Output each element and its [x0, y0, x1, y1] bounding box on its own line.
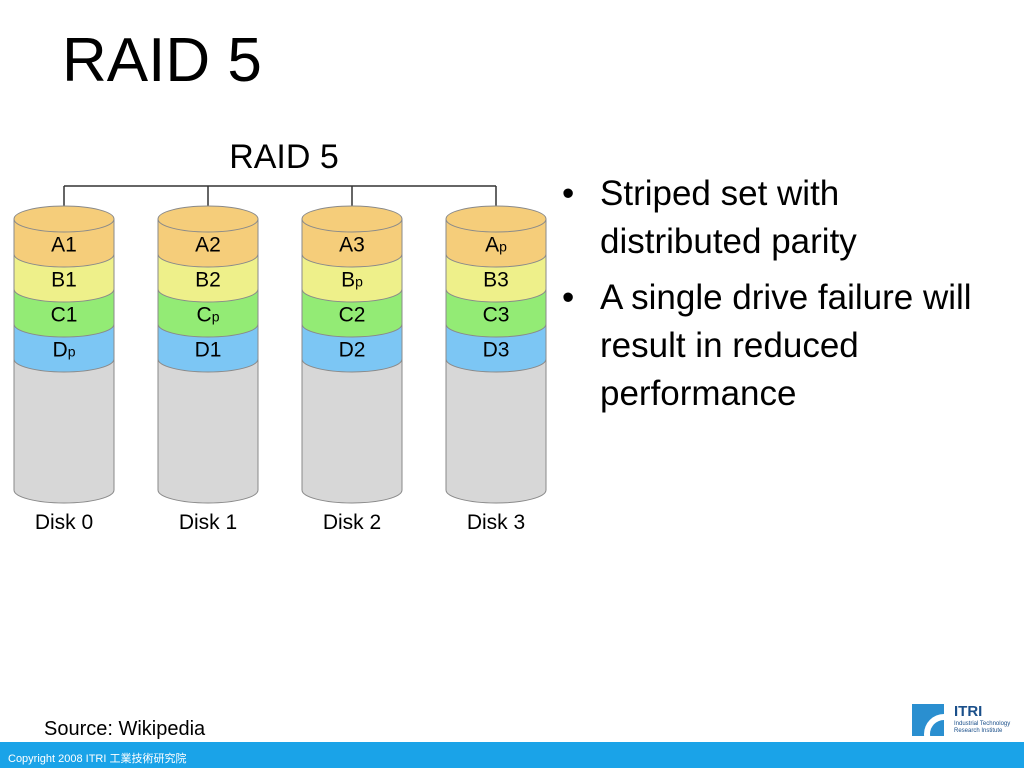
disk-body	[301, 358, 403, 504]
disk-block	[13, 253, 115, 303]
parity-subscript: p	[355, 274, 363, 290]
disk-block	[13, 323, 115, 373]
disk-block	[13, 218, 115, 268]
footer-bar: Copyright 2008 ITRI 工業技術研究院	[0, 742, 1024, 768]
disk-block	[445, 323, 547, 373]
disk-label: Disk 2	[323, 511, 381, 534]
block-label: Dp	[53, 339, 76, 362]
bullet-dot: •	[562, 174, 575, 213]
block-label: C2	[339, 304, 366, 327]
block-label: A3	[339, 234, 365, 257]
logo-subtitle-line1: Industrial Technology	[954, 721, 1011, 727]
disk-block	[157, 218, 259, 268]
block-label: D3	[483, 339, 510, 362]
disk-block	[301, 323, 403, 373]
source-credit: Source: Wikipedia	[44, 718, 206, 740]
itri-logo-mark-icon	[912, 704, 944, 736]
block-label: Cp	[197, 304, 220, 327]
block-label: C3	[483, 304, 510, 327]
bullet-dot: •	[562, 278, 575, 317]
bullet-item: • Striped set with distributed parity	[562, 170, 1002, 266]
itri-logo: ITRI Industrial Technology Research Inst…	[910, 703, 1020, 739]
logo-name: ITRI	[954, 703, 983, 720]
block-label: Ap	[485, 234, 507, 257]
parity-subscript: p	[68, 344, 76, 360]
disk-top-cap	[301, 205, 403, 233]
disk-body	[445, 358, 547, 504]
block-label: Bp	[341, 269, 363, 292]
disk-label: Disk 1	[179, 511, 237, 534]
bullet-list: • Striped set with distributed parity • A …	[562, 170, 1002, 426]
connector-lines	[63, 185, 497, 217]
bullet-text: A single drive failure will result in re…	[600, 278, 972, 413]
parity-subscript: p	[499, 239, 507, 255]
disk-block	[157, 288, 259, 338]
block-label: B1	[51, 269, 77, 292]
block-label: D1	[195, 339, 222, 362]
block-label: A1	[51, 234, 77, 257]
disk-block	[445, 288, 547, 338]
disk-body	[13, 358, 115, 504]
disk-body	[157, 358, 259, 504]
diagram-title: RAID 5	[229, 138, 339, 176]
disk-block	[445, 218, 547, 268]
disk-block	[301, 288, 403, 338]
parity-subscript: p	[212, 309, 220, 325]
block-label: D2	[339, 339, 366, 362]
block-label: A2	[195, 234, 221, 257]
disk-top-cap	[13, 205, 115, 233]
disk-label: Disk 0	[35, 511, 93, 534]
block-label: B2	[195, 269, 221, 292]
slide-title: RAID 5	[62, 26, 262, 95]
disk-block	[301, 218, 403, 268]
logo-subtitle-line2: Research Institute	[954, 728, 1003, 734]
disk-block	[445, 253, 547, 303]
block-label: C1	[51, 304, 78, 327]
disk-block	[157, 253, 259, 303]
logo-subtitle: Industrial Technology Research Institute	[954, 721, 1010, 735]
block-label: B3	[483, 269, 509, 292]
disk-block	[301, 253, 403, 303]
bullet-item: • A single drive failure will result in r…	[562, 274, 1002, 418]
disk-block	[157, 323, 259, 373]
footer-copyright: Copyright 2008 ITRI 工業技術研究院	[8, 753, 187, 765]
disk-block	[13, 288, 115, 338]
disk-top-cap	[445, 205, 547, 233]
disk-top-cap	[157, 205, 259, 233]
bullet-text: Striped set with distributed parity	[600, 174, 857, 261]
disk-label: Disk 3	[467, 511, 525, 534]
